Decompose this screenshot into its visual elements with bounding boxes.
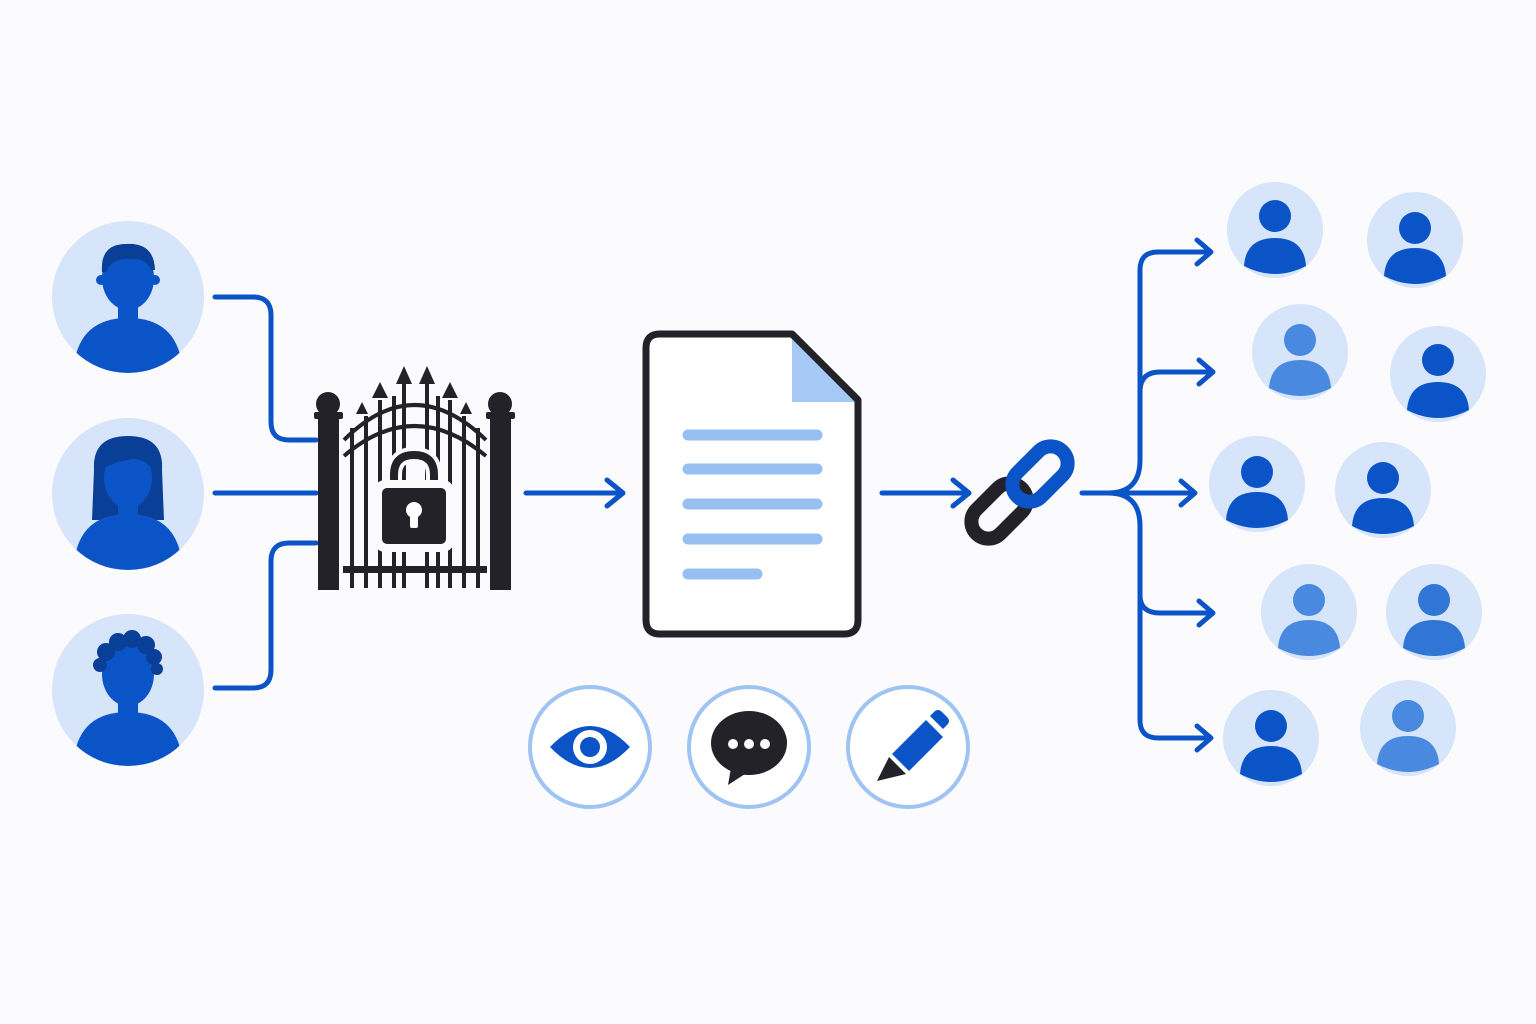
owner-hair [101, 243, 155, 272]
owner-long-hair [52, 418, 204, 570]
recipient-7 [1261, 564, 1357, 660]
recipient-4 [1390, 326, 1486, 422]
owner-body [74, 318, 182, 373]
doc-to-link-arrow [879, 477, 972, 509]
owner-body [74, 514, 182, 570]
permission-edit [846, 685, 970, 809]
recipient-1 [1227, 182, 1323, 278]
pencil-icon [877, 710, 949, 781]
recipient-3 [1252, 304, 1348, 400]
owner-connectors [212, 294, 319, 691]
eye-icon [550, 726, 630, 768]
document-text-lines [682, 429, 823, 580]
recipient-5 [1209, 436, 1305, 532]
owner-body [74, 712, 182, 766]
speech-bubble-icon [711, 711, 787, 785]
owner-curly-hair-tufts [93, 630, 163, 675]
chain-link-icon [964, 439, 1075, 546]
owner-head [102, 246, 154, 310]
recipient-2 [1367, 192, 1463, 288]
recipient-9 [1223, 690, 1319, 786]
recipient-6 [1335, 442, 1431, 538]
recipient-8 [1386, 564, 1482, 660]
recipient-10 [1360, 680, 1456, 776]
owner-head [104, 448, 152, 508]
document-icon [642, 330, 862, 638]
locked-gate-icon [314, 366, 515, 590]
gate-to-doc-arrow [523, 477, 626, 509]
owner-curly-hair [52, 614, 204, 766]
permission-view [528, 685, 652, 809]
recipient-connectors [1079, 237, 1216, 753]
owner-head [102, 642, 154, 706]
recipients [1209, 182, 1486, 786]
permission-comment [687, 685, 811, 809]
owner-short-hair [52, 221, 204, 373]
